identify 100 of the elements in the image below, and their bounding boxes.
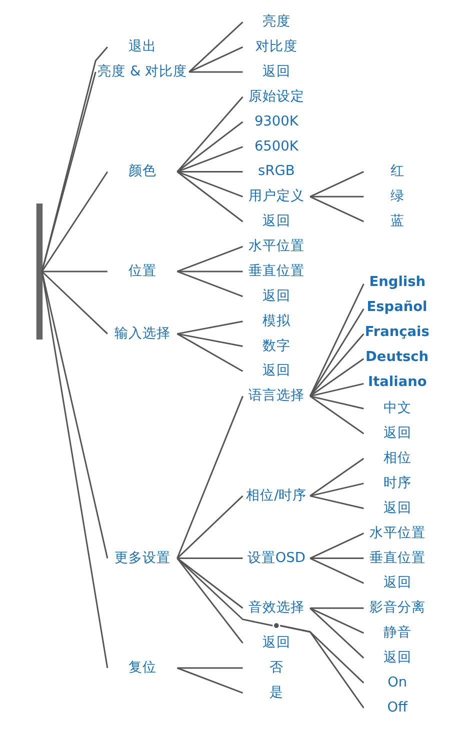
node-text: 返回 xyxy=(262,213,290,230)
connector xyxy=(310,558,364,560)
node-text: 是 xyxy=(268,684,283,700)
connector xyxy=(40,46,108,272)
node-text: 亮度 xyxy=(262,14,290,30)
connector xyxy=(308,308,364,397)
connector xyxy=(176,558,272,626)
node-text: 返回 xyxy=(262,634,290,651)
connector xyxy=(176,270,242,298)
node-text: 返回 xyxy=(382,574,411,591)
connector xyxy=(279,624,364,708)
node-text: 返回 xyxy=(262,288,290,304)
connector xyxy=(176,270,242,272)
connector xyxy=(176,320,242,335)
connector xyxy=(309,382,364,397)
connector xyxy=(309,607,364,634)
connector xyxy=(176,558,242,560)
connector xyxy=(176,558,243,644)
connector xyxy=(176,171,242,198)
connector xyxy=(176,667,242,694)
connector xyxy=(309,396,364,434)
connector xyxy=(309,495,364,510)
connector xyxy=(308,284,364,396)
node-text: 垂直位置 xyxy=(368,550,425,566)
node-text: 对比度 xyxy=(254,38,297,55)
node-text: Off xyxy=(386,699,407,716)
node-text: 原始设定 xyxy=(248,88,304,104)
node-text: 音效选择 xyxy=(248,600,304,616)
connector xyxy=(309,482,364,497)
node-text: 蓝 xyxy=(390,213,404,230)
connector xyxy=(40,271,108,558)
node-text: 中文 xyxy=(382,400,411,416)
connector xyxy=(309,458,364,497)
node-text: Español xyxy=(366,299,427,316)
node-point xyxy=(273,623,278,628)
connector xyxy=(176,170,242,172)
node-text: 更多设置 xyxy=(114,550,170,566)
connector xyxy=(176,333,242,348)
connector xyxy=(176,558,243,609)
node-text: 输入选择 xyxy=(114,325,170,342)
connector xyxy=(310,196,364,198)
connector xyxy=(309,333,364,397)
node-text: 相位/时序 xyxy=(246,487,306,504)
node-text: 复位 xyxy=(128,659,156,676)
connector xyxy=(309,532,364,559)
node-text: 语言选择 xyxy=(248,388,304,404)
node-text: 设置OSD xyxy=(246,550,305,566)
node-text: 亮度 & 对比度 xyxy=(97,63,187,80)
node-text: On xyxy=(387,674,407,690)
node-text: 数字 xyxy=(262,338,290,354)
node-text: 退出 xyxy=(128,38,156,55)
node-text: 模拟 xyxy=(262,312,290,329)
node-text: 返回 xyxy=(262,63,290,80)
connector xyxy=(176,96,243,172)
node-text: 返回 xyxy=(382,500,411,516)
connector xyxy=(309,608,364,659)
node-text: 水平位置 xyxy=(368,524,425,541)
connector xyxy=(188,46,243,73)
connector xyxy=(309,196,364,222)
node-text: 水平位置 xyxy=(248,238,304,254)
node-text: 时序 xyxy=(382,474,411,491)
node-text: 返回 xyxy=(382,650,411,666)
node-text: sRGB xyxy=(258,163,294,180)
node-text: English xyxy=(368,274,426,290)
node-text: 垂直位置 xyxy=(248,262,304,279)
connector xyxy=(176,171,243,222)
node-text: Deutsch xyxy=(365,349,428,366)
node-text: 相位 xyxy=(382,450,411,466)
node-text: 9300K xyxy=(254,113,298,130)
node-text: 位置 xyxy=(128,262,156,279)
connector xyxy=(40,271,108,668)
node-text: 静音 xyxy=(382,624,411,641)
connector xyxy=(40,171,108,272)
connector xyxy=(309,358,364,397)
node-text: 绿 xyxy=(390,188,404,204)
connector xyxy=(176,333,243,372)
connector xyxy=(188,22,243,73)
node-text: 返回 xyxy=(382,425,411,442)
connector xyxy=(176,121,243,172)
connector xyxy=(41,270,107,272)
connector xyxy=(310,607,364,609)
node-text: Français xyxy=(364,324,429,340)
connector xyxy=(40,270,108,334)
connector xyxy=(176,396,243,559)
node-text: 用户定义 xyxy=(248,188,304,204)
connector xyxy=(309,171,364,198)
node-text: 颜色 xyxy=(128,163,156,180)
node-text: 否 xyxy=(268,659,283,676)
connector xyxy=(176,495,243,559)
node-text: Italiano xyxy=(368,374,426,390)
connector xyxy=(176,146,242,172)
node-text: 6500K xyxy=(254,138,298,154)
node-bar xyxy=(36,204,42,340)
connector xyxy=(176,246,242,272)
connector xyxy=(309,558,364,584)
connector xyxy=(309,395,364,410)
node-text: 影音分离 xyxy=(368,600,425,616)
node-text: 红 xyxy=(390,163,404,180)
connector xyxy=(188,71,242,73)
connector xyxy=(176,667,242,669)
